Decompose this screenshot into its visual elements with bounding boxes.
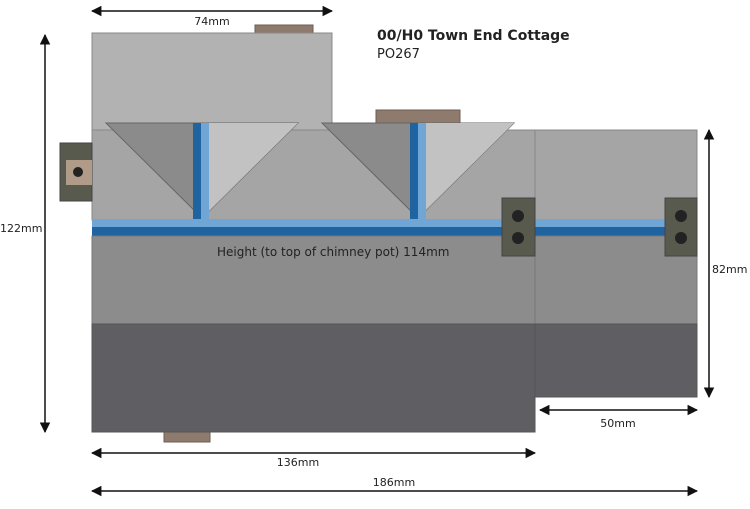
dim-label-main: 136mm: [277, 456, 319, 469]
bracket-middle-hole-top: [512, 210, 524, 222]
bracket-middle: [501, 197, 536, 257]
bracket-right-hole-top: [675, 210, 687, 222]
dormer-right-face: [418, 123, 514, 218]
upper-roof-block: [91, 32, 333, 131]
main-wall-upper: [91, 235, 536, 325]
bracket-right-hole-bottom: [675, 232, 687, 244]
dormer-right-post: [410, 123, 418, 219]
bracket-middle-hole-bottom: [512, 232, 524, 244]
main-wall-lower: [91, 323, 536, 433]
dim-label-total: 186mm: [373, 476, 415, 489]
dim-label-left: 122mm: [0, 222, 42, 235]
dormer-left-post: [193, 123, 201, 219]
dim-label-top: 74mm: [194, 15, 229, 28]
product-code: PO267: [377, 47, 420, 62]
bracket-right: [664, 197, 698, 257]
dim-label-right: 82mm: [712, 263, 747, 276]
diagram-title: 00/H0 Town End Cottage: [377, 28, 570, 44]
chimney-pot-middle: [375, 109, 461, 125]
height-note: Height (to top of chimney pot) 114mm: [217, 245, 449, 259]
dormer-left-face: [202, 123, 298, 218]
annex-wall-lower: [534, 323, 698, 398]
dim-label-annex: 50mm: [600, 417, 635, 430]
bracket-left-hole: [73, 167, 83, 177]
chimney-pot-top: [254, 24, 314, 34]
gutter-light: [92, 219, 666, 227]
dormer-left-post-light: [201, 123, 209, 219]
gutter-dark: [92, 227, 666, 236]
chimney-pot-bottom: [163, 431, 211, 443]
dormer-right-post-light: [418, 123, 426, 219]
